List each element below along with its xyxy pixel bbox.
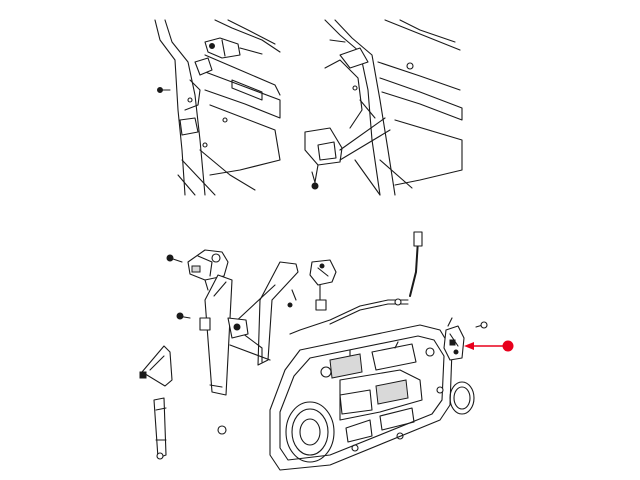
door-inner-panel: [269, 324, 453, 471]
callout-arrow-icon: [464, 340, 514, 352]
window-motor: [187, 249, 229, 291]
detail-view-left: [154, 19, 281, 196]
door-latch-top: [309, 259, 337, 311]
screws: [166, 171, 488, 435]
exploded-assembly: [139, 171, 488, 471]
speaker-ring: [449, 381, 475, 415]
mirror-bracket: [139, 345, 173, 387]
window-regulator: [199, 261, 299, 396]
door-latch-actuator: [443, 317, 465, 361]
release-cable: [289, 231, 423, 335]
glass-run-channel: [153, 397, 167, 460]
detail-view-right: [304, 19, 463, 196]
